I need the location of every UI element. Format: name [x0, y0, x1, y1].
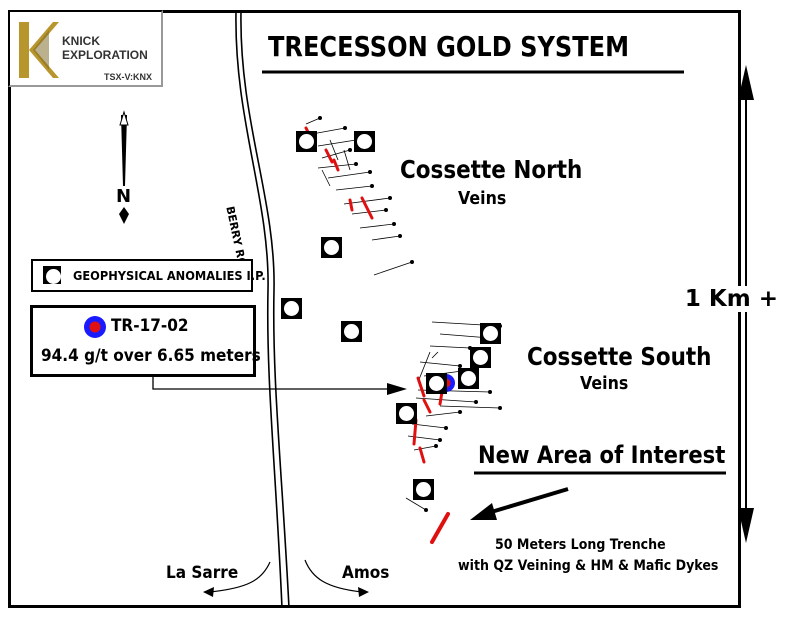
anomaly-marker-icon — [341, 321, 362, 342]
anomaly-marker-icon — [458, 368, 479, 389]
anomaly-marker-icon — [321, 237, 342, 258]
legend-label: GEOPHYSICAL ANOMALIES I.P. — [73, 269, 266, 283]
anomaly-marker-icon — [281, 298, 302, 319]
anomaly-marker-icon — [426, 373, 447, 394]
anomaly-marker-icon — [43, 266, 61, 284]
anomaly-marker-icon — [480, 323, 501, 344]
anomaly-marker-icon — [396, 403, 417, 424]
trench-description-line1: 50 Meters Long Trenche — [495, 537, 666, 553]
drill-hole-result: 94.4 g/t over 6.65 meters — [41, 346, 261, 366]
trench-red-vein — [430, 512, 450, 544]
new-area-arrow — [470, 487, 569, 520]
company-logo: KNICK EXPLORATION TSX-V:KNX — [8, 10, 163, 87]
drill-hole-leader — [152, 377, 407, 395]
anomaly-marker-icon — [413, 479, 434, 500]
drill-hole-marker-icon — [84, 316, 106, 338]
north-label: N — [116, 186, 132, 207]
legend-box: GEOPHYSICAL ANOMALIES I.P. — [31, 259, 266, 292]
scale-label: 1 Km + — [680, 286, 782, 312]
cossette-north-subtitle: Veins — [458, 188, 507, 209]
berry-road-east-edge — [240, 11, 290, 609]
logo-ticker: TSX-V:KNX — [104, 72, 153, 82]
drill-hole-info-box: TR-17-02 94.4 g/t over 6.65 meters — [30, 305, 261, 377]
drill-hole-id: TR-17-02 — [111, 316, 189, 336]
direction-label-amos: Amos — [342, 563, 390, 583]
north-arrow-icon — [119, 110, 129, 224]
map-title: TRECESSON GOLD SYSTEM — [268, 30, 630, 63]
cossette-south-title: Cossette South — [527, 342, 712, 371]
cossette-north-veins — [305, 116, 414, 276]
anomaly-marker-icon — [470, 347, 491, 368]
anomaly-marker-icon — [296, 131, 317, 152]
knick-logo-icon — [19, 22, 59, 78]
logo-line-knick: KNICK — [62, 34, 100, 48]
cossette-south-subtitle: Veins — [580, 373, 629, 394]
logo-line-exploration: EXPLORATION — [62, 48, 148, 62]
anomaly-marker-icon — [354, 131, 375, 152]
direction-arc-la-sarre — [203, 561, 271, 597]
berry-road-west-edge — [235, 11, 283, 609]
direction-arc-amos — [304, 559, 369, 597]
new-area-title: New Area of Interest — [478, 441, 726, 469]
direction-label-la-sarre: La Sarre — [166, 563, 239, 583]
cossette-north-title: Cossette North — [400, 155, 583, 184]
trench-description-line2: with QZ Veining & HM & Mafic Dykes — [458, 558, 719, 574]
